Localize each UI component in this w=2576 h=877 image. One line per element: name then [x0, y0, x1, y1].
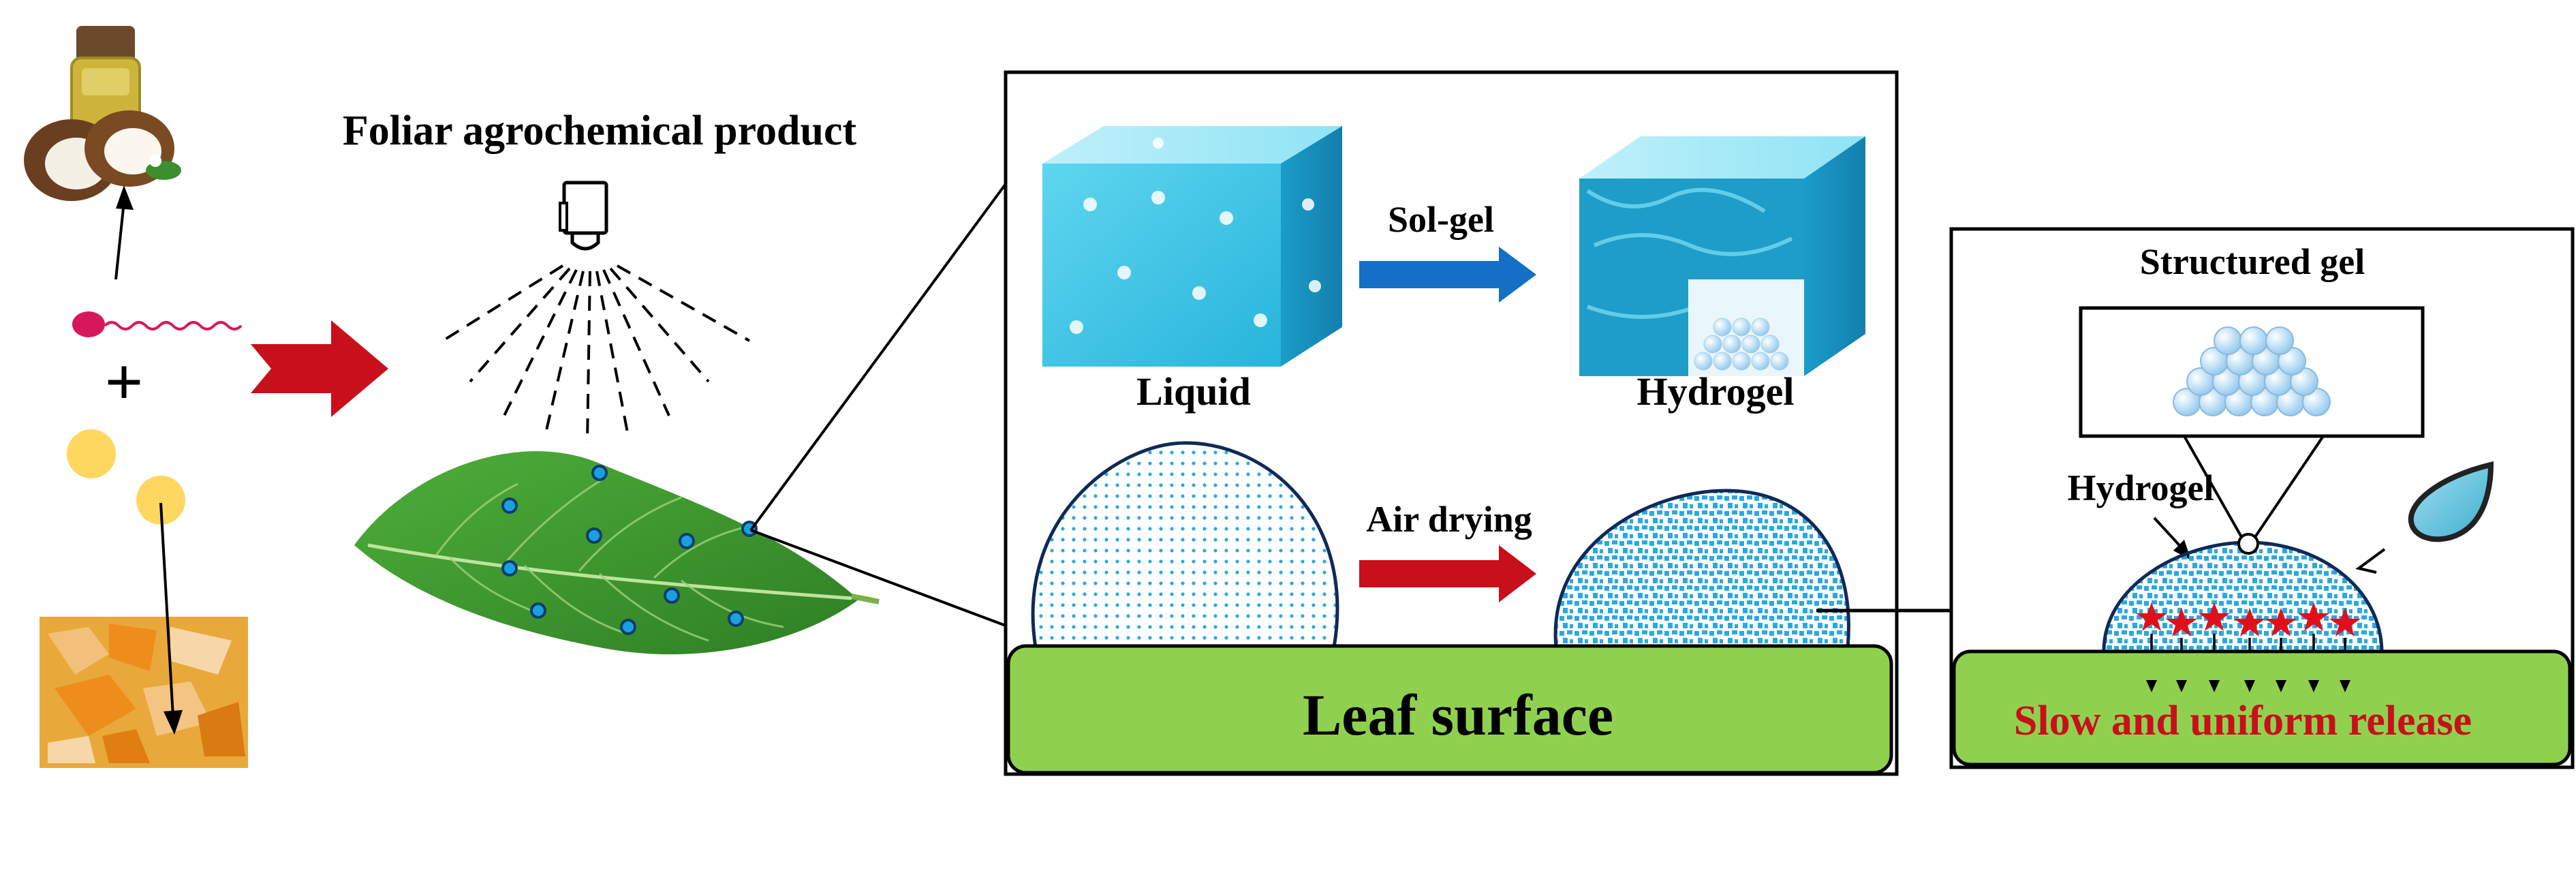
coconut-oil-image	[24, 26, 181, 201]
nanoparticle-icon	[67, 429, 185, 525]
spray-lines	[441, 264, 750, 444]
hydrogel-droplet	[1553, 489, 1850, 649]
water-drop-icon	[2408, 461, 2494, 542]
process-arrow	[251, 320, 388, 417]
evaporation-arrow	[2355, 548, 2386, 574]
hydrogel-right-label: Hydrogel	[2068, 467, 2214, 508]
liquid-droplet	[1031, 441, 1339, 649]
right-leaf-surface-bar	[1952, 649, 2572, 767]
liquid-label: Liquid	[1136, 369, 1251, 414]
active-ingredient-stars	[2136, 602, 2361, 636]
structured-gel-spheres	[2173, 326, 2331, 416]
liquid-cube-icon	[1042, 126, 1342, 367]
sol-gel-arrow	[1359, 247, 1536, 303]
surfactant-molecule-icon	[72, 311, 243, 337]
leaf-image	[354, 451, 880, 655]
sol-gel-label: Sol-gel	[1388, 199, 1494, 240]
spray-nozzle-icon	[559, 181, 608, 251]
leaf-surface-bar	[1006, 644, 1893, 775]
product-title: Foliar agrochemical product	[343, 108, 857, 154]
hydrogel-cube-icon	[1579, 136, 1865, 376]
plus-sign: +	[105, 344, 144, 420]
air-drying-arrow	[1359, 545, 1536, 602]
release-arrowheads	[2146, 680, 2350, 692]
leaf-surface-label: Leaf surface	[1303, 682, 1613, 748]
air-drying-label: Air drying	[1366, 499, 1532, 540]
structured-gel-label: Structured gel	[2140, 241, 2365, 282]
orange-peel-image	[40, 617, 248, 768]
hydrogel-top-label: Hydrogel	[1637, 369, 1795, 414]
release-label: Slow and uniform release	[2014, 698, 2472, 744]
